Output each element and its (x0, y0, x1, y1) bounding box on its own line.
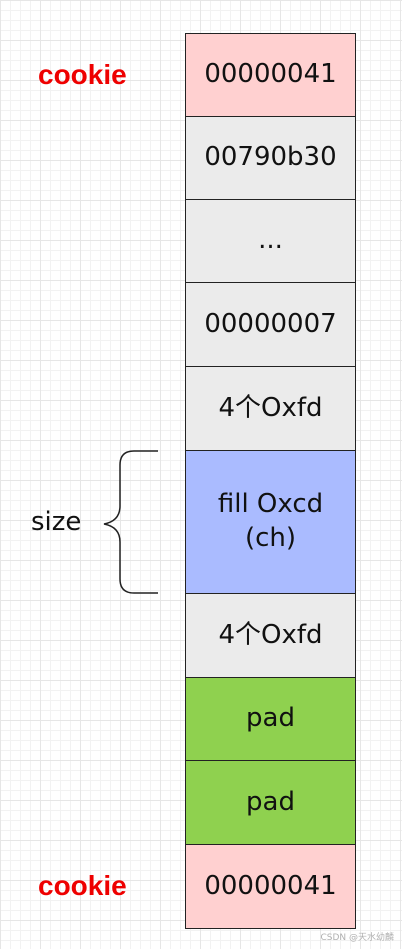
cell-value: ... (258, 225, 283, 256)
cell-value: pad (246, 703, 295, 734)
memory-cell-count: 00000007 (185, 282, 356, 367)
memory-cell-guard-bottom: 4个Oxfd (185, 593, 356, 678)
size-label: size (31, 507, 82, 537)
cell-value: pad (246, 786, 295, 817)
memory-cell-pointer: 00790b30 (185, 116, 356, 200)
cell-value: 00790b30 (204, 142, 337, 173)
memory-cell-pad-2: pad (185, 760, 356, 845)
cell-value: 4个Oxfd (218, 392, 323, 423)
cell-value: 00000041 (204, 59, 337, 90)
memory-cell-fill: fill Oxcd (ch) (185, 450, 356, 594)
memory-cell-pad-1: pad (185, 677, 356, 761)
cell-value: 00000007 (204, 308, 337, 339)
memory-cell-cookie-bottom: 00000041 (185, 844, 356, 929)
size-brace (103, 450, 158, 594)
cell-value: fill Oxcd (ch) (217, 489, 324, 553)
cookie-top-label: cookie (38, 59, 127, 90)
cell-value: 4个Oxfd (218, 619, 323, 650)
memory-cell-ellipsis: ... (185, 199, 356, 283)
watermark: CSDN @天水幼麟 (320, 933, 394, 943)
cookie-bottom-label: cookie (38, 870, 127, 901)
memory-cell-guard-top: 4个Oxfd (185, 366, 356, 451)
cell-value: 00000041 (204, 870, 337, 901)
memory-cell-cookie-top: 00000041 (185, 33, 356, 117)
